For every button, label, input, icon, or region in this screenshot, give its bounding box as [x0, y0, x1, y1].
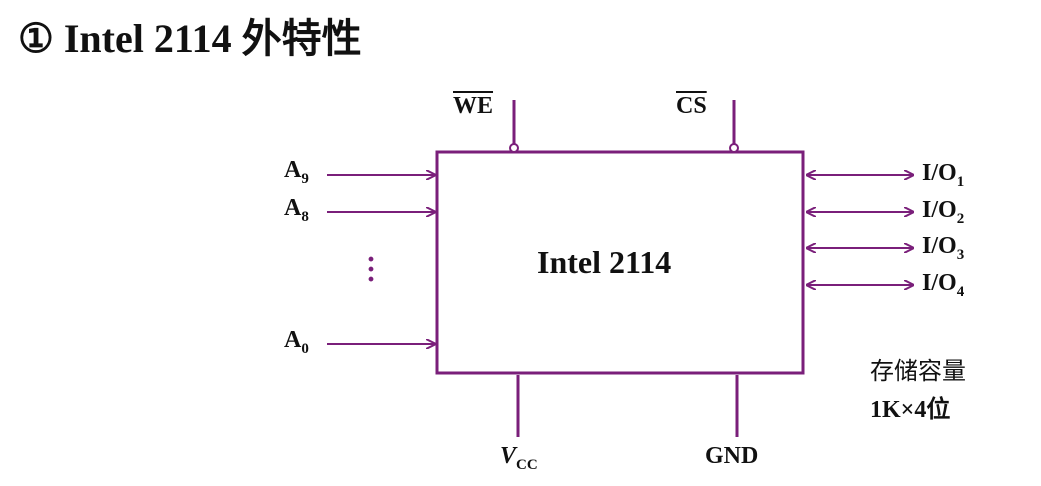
io-label-4: I/O4 [922, 270, 964, 301]
capacity-line1: 存储容量 [870, 359, 966, 385]
chip-body [435, 150, 805, 375]
io3-base: I/O [922, 233, 957, 259]
a8-base: A [284, 195, 302, 221]
io4-sub: 4 [956, 284, 965, 300]
io1-sub: 1 [956, 174, 965, 190]
io4-base: I/O [922, 270, 957, 296]
we-bubble [509, 143, 519, 153]
a9-sub: 9 [301, 171, 309, 187]
capacity-line2: 1K×4位 [870, 397, 951, 423]
cs-label: CS [676, 93, 707, 119]
cs-bubble [729, 143, 739, 153]
a0-sub: 0 [301, 341, 309, 357]
page-title: ① Intel 2114 外特性 [18, 16, 362, 61]
io3-sub: 3 [956, 247, 965, 263]
address-label-a9: A9 [284, 157, 309, 188]
address-label-a0: A0 [284, 327, 309, 358]
a8-sub: 8 [301, 209, 309, 225]
io1-base: I/O [922, 160, 957, 186]
io-label-1: I/O1 [922, 160, 964, 191]
vcc-sub: CC [516, 457, 538, 473]
gnd-label: GND [705, 443, 759, 469]
io2-base: I/O [922, 197, 957, 223]
a0-base: A [284, 327, 302, 353]
io2-sub: 2 [956, 211, 965, 227]
io-label-2: I/O2 [922, 197, 964, 228]
a9-base: A [284, 157, 302, 183]
address-label-a8: A8 [284, 195, 309, 226]
io-label-3: I/O3 [922, 233, 964, 264]
vcc-label: VCC [500, 443, 538, 474]
vcc-base: V [500, 443, 517, 469]
chip-name: Intel 2114 [537, 244, 672, 280]
we-label: WE [453, 93, 494, 119]
ellipsis-vertical-icon: ··· [366, 243, 377, 296]
